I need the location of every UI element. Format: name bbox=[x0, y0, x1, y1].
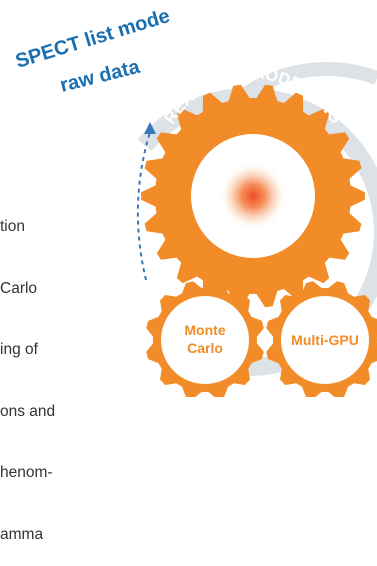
body-line: henom- bbox=[0, 464, 53, 481]
small-gear-label-line2: Carlo bbox=[187, 340, 223, 356]
body-text-fragment: tion Carlo ing of ons and henom- amma bbox=[0, 176, 55, 566]
diagram-canvas: SPECT list mode raw data REAL-TIME MODEL… bbox=[13, 5, 377, 397]
body-line: tion bbox=[0, 218, 25, 235]
body-line: amma bbox=[0, 525, 44, 543]
header-title: SPECT list mode raw data bbox=[13, 5, 172, 97]
heat-core-icon bbox=[219, 162, 287, 230]
body-line: ing of bbox=[0, 341, 38, 358]
header-title-line1: SPECT list mode bbox=[13, 5, 172, 73]
body-line: ons and bbox=[0, 402, 56, 420]
body-line: Carlo bbox=[0, 279, 38, 297]
dashed-arc-arrow-icon bbox=[136, 122, 156, 281]
small-gear-label-line1: Monte bbox=[184, 322, 225, 338]
header-title-line2: raw data bbox=[58, 56, 143, 97]
small-gear-label-multi-gpu: Multi-GPU bbox=[291, 332, 359, 348]
